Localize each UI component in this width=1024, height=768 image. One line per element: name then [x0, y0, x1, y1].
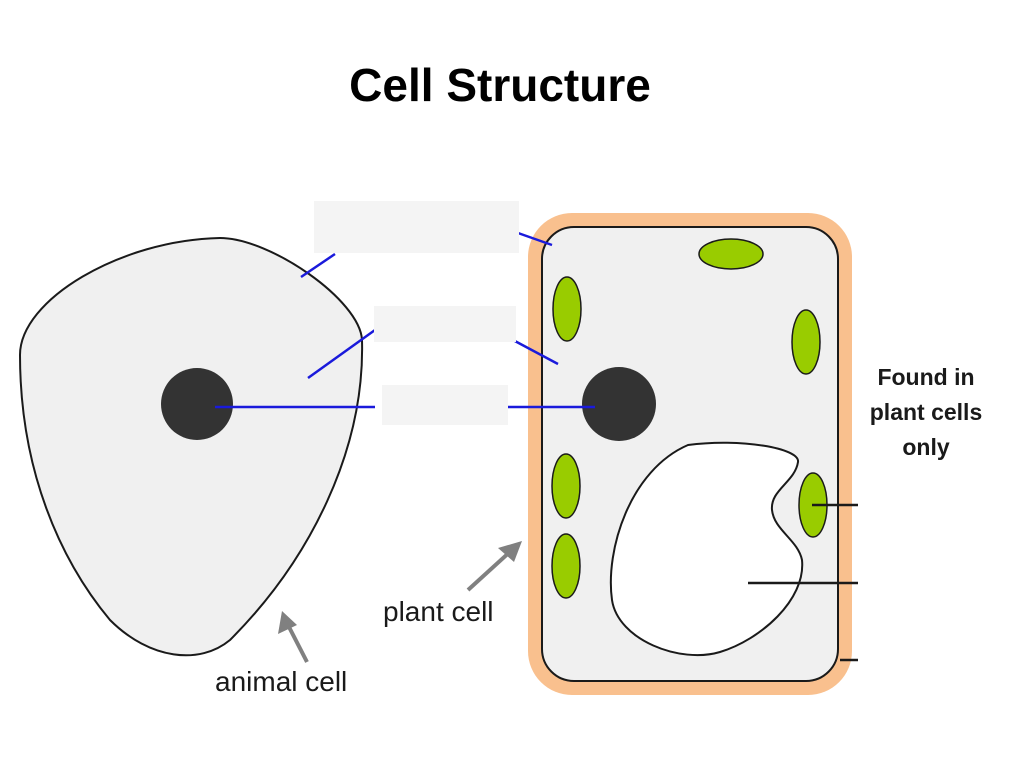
animal-cell-membrane	[18, 236, 364, 657]
animal-cell-label: animal cell	[215, 666, 347, 697]
note-line-1: Found in	[877, 364, 974, 390]
chloroplast	[791, 309, 821, 375]
plant-cell-arrowhead	[498, 541, 522, 562]
blank-label-box	[374, 306, 516, 342]
plant-only-label-lines	[748, 503, 858, 662]
animal-cell-arrow	[286, 624, 309, 663]
label-line-cytoplasm-plant	[512, 338, 559, 366]
chloroplasts	[551, 238, 828, 599]
note-line-2: plant cells	[870, 399, 982, 425]
plant-only-note: Found in plant cells only	[870, 364, 982, 460]
plant-cell-label: plant cell	[383, 596, 494, 627]
chloroplast	[698, 238, 764, 270]
animal-cell-nucleus	[161, 368, 233, 440]
plant-cell-vacuole	[609, 441, 804, 657]
page-title: Cell Structure	[349, 59, 651, 111]
label-line-cytoplasm-animal	[307, 328, 376, 380]
animal-cell-arrowhead	[278, 611, 297, 634]
chloroplast	[551, 453, 581, 519]
blank-label-boxes	[314, 201, 519, 425]
arrows	[278, 541, 522, 663]
blank-label-box	[314, 201, 519, 253]
plant-cell-arrow	[466, 548, 514, 592]
label-line-membrane-animal	[300, 252, 336, 279]
label-lines	[215, 231, 595, 409]
chloroplast	[551, 533, 581, 599]
chloroplast	[552, 276, 582, 342]
label-line-membrane-plant	[517, 231, 553, 247]
blank-label-box	[382, 385, 508, 425]
plant-cell-nucleus	[582, 367, 656, 441]
note-line-3: only	[902, 434, 949, 460]
